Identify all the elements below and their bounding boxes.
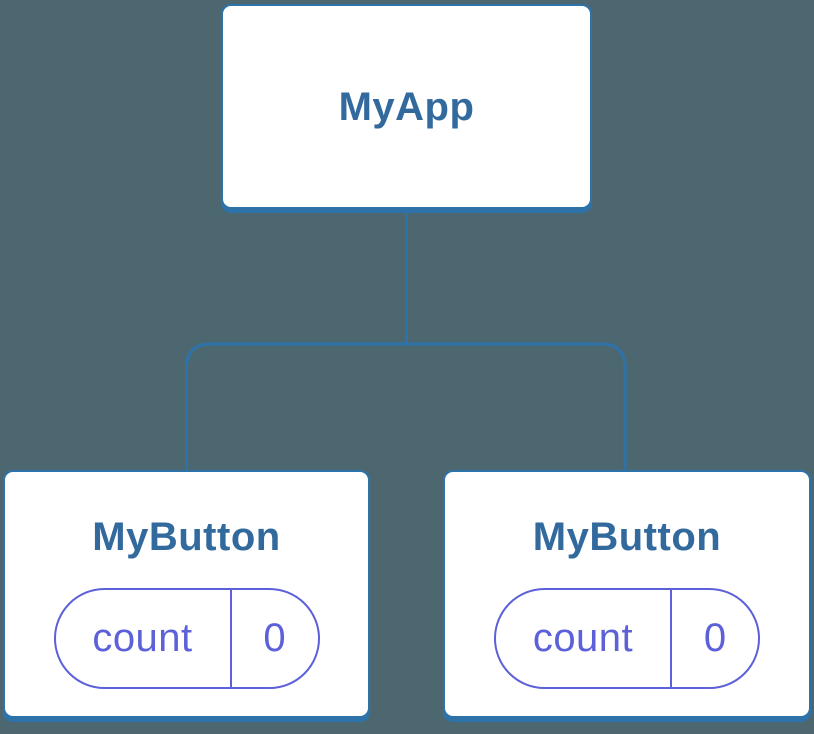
node-mybutton-left: MyButton count 0 [3, 470, 370, 718]
node-mybutton-right-label: MyButton [532, 515, 722, 559]
state-value: 0 [703, 616, 727, 660]
node-myapp-label: MyApp [338, 84, 475, 129]
state-pill-left: count 0 [53, 588, 320, 689]
state-key-label: count [496, 590, 672, 687]
node-myapp: MyApp [221, 4, 592, 209]
state-key-label: count [56, 590, 232, 687]
connector-branch-bracket [185, 342, 627, 476]
state-pill-right: count 0 [494, 588, 760, 689]
node-mybutton-right: MyButton count 0 [443, 470, 811, 718]
state-value: 0 [263, 616, 286, 660]
node-mybutton-left-label: MyButton [92, 515, 281, 559]
